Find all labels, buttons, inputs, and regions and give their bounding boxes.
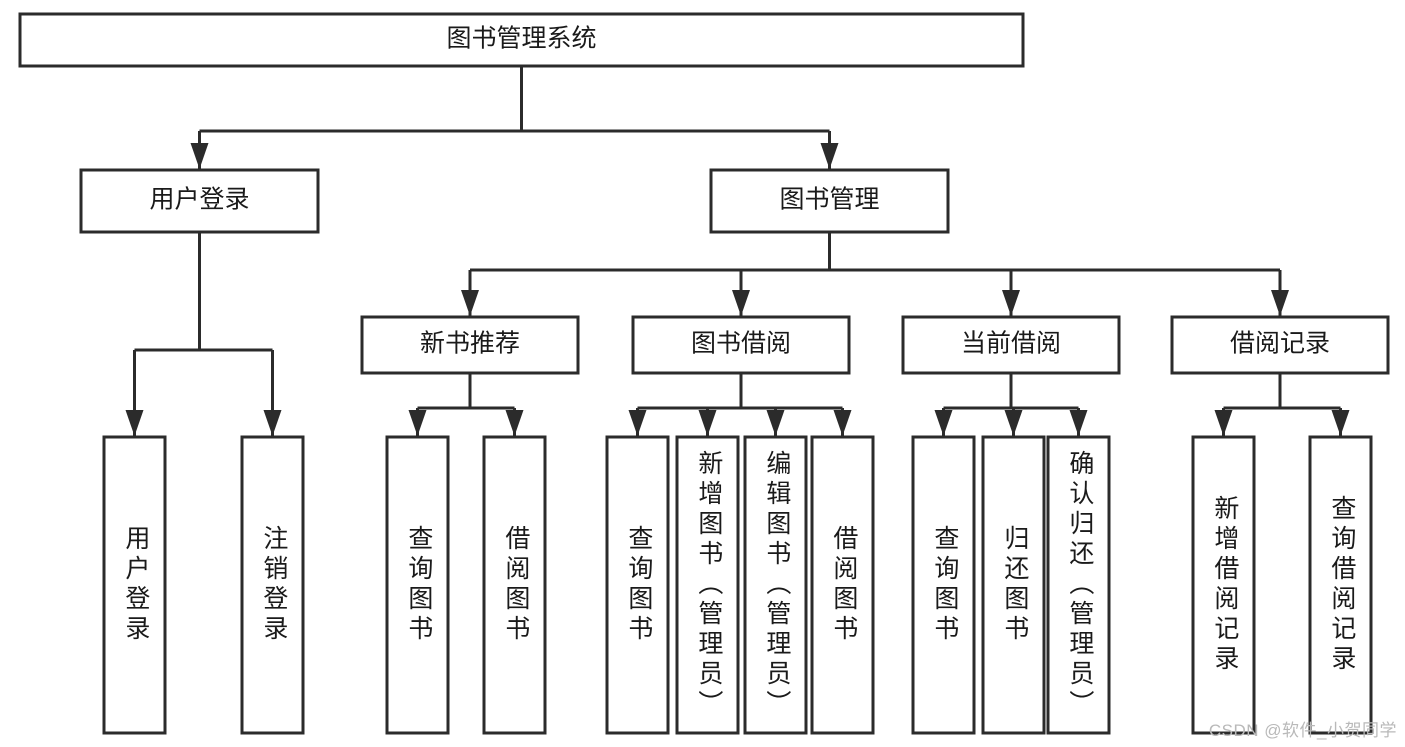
node-box[interactable]: [605, 435, 670, 735]
leaf-node-用户登录[interactable]: 用户登录: [102, 435, 167, 735]
node-label: 归还图书: [1001, 525, 1030, 645]
arrow-head-icon: [1004, 410, 1023, 436]
leaf-node-借阅图书[interactable]: 借阅图书: [482, 435, 547, 735]
leaf-node-借阅图书[interactable]: 借阅图书: [810, 435, 875, 735]
node-label: 图书借阅: [691, 330, 791, 358]
leaf-node-查询图书[interactable]: 查询图书: [385, 435, 450, 735]
module-node-用户登录[interactable]: 用户登录: [79, 168, 320, 234]
submodule-node-借阅记录[interactable]: 借阅记录: [1170, 315, 1390, 375]
node-box[interactable]: [240, 435, 305, 735]
leaf-node-确认归还管理员[interactable]: 确认归还（管理员）: [1046, 435, 1111, 735]
node-box[interactable]: [360, 315, 580, 375]
node-label: 新增图书（管理员）: [695, 450, 724, 720]
node-label: 编辑图书（管理员）: [763, 450, 792, 720]
node-label: 图书管理: [779, 186, 879, 214]
arrow-head-icon: [833, 410, 852, 436]
node-label: 借阅记录: [1230, 330, 1330, 358]
arrow-head-icon: [934, 410, 953, 436]
arrow-head-icon: [1214, 410, 1233, 436]
node-box[interactable]: [709, 168, 950, 234]
leaf-node-注销登录[interactable]: 注销登录: [240, 435, 305, 735]
node-box[interactable]: [385, 435, 450, 735]
leaf-node-查询借阅记录[interactable]: 查询借阅记录: [1308, 435, 1373, 735]
node-box[interactable]: [79, 168, 320, 234]
node-box[interactable]: [911, 435, 976, 735]
arrow-head-icon: [1069, 410, 1088, 436]
node-box[interactable]: [1308, 435, 1373, 735]
node-label: 查询图书: [405, 525, 434, 645]
leaf-node-查询图书[interactable]: 查询图书: [911, 435, 976, 735]
node-label: 确认归还（管理员）: [1066, 450, 1095, 720]
node-box[interactable]: [743, 435, 808, 735]
leaf-node-查询图书[interactable]: 查询图书: [605, 435, 670, 735]
node-label: 借阅图书: [502, 525, 531, 645]
node-box[interactable]: [631, 315, 851, 375]
submodule-node-图书借阅[interactable]: 图书借阅: [631, 315, 851, 375]
arrow-head-icon: [820, 143, 839, 169]
submodule-node-当前借阅[interactable]: 当前借阅: [901, 315, 1121, 375]
module-node-图书管理[interactable]: 图书管理: [709, 168, 950, 234]
node-box[interactable]: [901, 315, 1121, 375]
node-label: 新增借阅记录: [1211, 495, 1240, 675]
node-box[interactable]: [1191, 435, 1256, 735]
arrow-head-icon: [505, 410, 524, 436]
node-label: 用户登录: [122, 525, 151, 645]
connector-layer: [125, 66, 1350, 436]
arrow-head-icon: [698, 410, 717, 436]
arrow-head-icon: [125, 410, 144, 436]
node-label: 查询图书: [931, 525, 960, 645]
node-box[interactable]: [18, 12, 1025, 68]
node-box[interactable]: [102, 435, 167, 735]
leaf-node-新增图书管理员[interactable]: 新增图书（管理员）: [675, 435, 740, 735]
node-box[interactable]: [675, 435, 740, 735]
arrow-head-icon: [1002, 290, 1020, 316]
arrow-head-icon: [732, 290, 750, 316]
arrow-head-icon: [461, 290, 479, 316]
arrow-head-icon: [628, 410, 647, 436]
node-label: 图书管理系统: [446, 25, 596, 53]
node-box[interactable]: [1170, 315, 1390, 375]
leaf-node-归还图书[interactable]: 归还图书: [981, 435, 1046, 735]
node-label: 借阅图书: [830, 525, 859, 645]
node-layer: 图书管理系统用户登录图书管理新书推荐图书借阅当前借阅借阅记录用户登录注销登录查询…: [18, 12, 1390, 735]
node-label: 用户登录: [149, 186, 249, 214]
node-label: 注销登录: [260, 525, 289, 645]
arrow-head-icon: [766, 410, 785, 436]
submodule-node-新书推荐[interactable]: 新书推荐: [360, 315, 580, 375]
leaf-node-编辑图书管理员[interactable]: 编辑图书（管理员）: [743, 435, 808, 735]
arrow-head-icon: [190, 143, 209, 169]
arrow-head-icon: [408, 410, 427, 436]
root-node-图书管理系统[interactable]: 图书管理系统: [18, 12, 1025, 68]
arrow-head-icon: [263, 410, 282, 436]
leaf-node-新增借阅记录[interactable]: 新增借阅记录: [1191, 435, 1256, 735]
node-label: 当前借阅: [961, 330, 1061, 358]
node-box[interactable]: [981, 435, 1046, 735]
node-label: 新书推荐: [420, 330, 520, 358]
node-box[interactable]: [1046, 435, 1111, 735]
node-box[interactable]: [482, 435, 547, 735]
node-label: 查询借阅记录: [1328, 495, 1357, 675]
node-label: 查询图书: [625, 525, 654, 645]
arrow-head-icon: [1331, 410, 1350, 436]
arrow-head-icon: [1271, 290, 1289, 316]
node-box[interactable]: [810, 435, 875, 735]
